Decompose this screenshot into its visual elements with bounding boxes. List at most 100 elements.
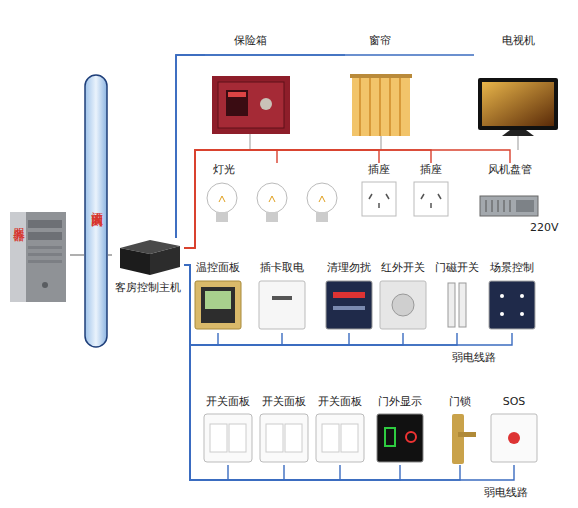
wire-connector xyxy=(176,55,205,238)
node-label: 门锁 xyxy=(449,395,471,409)
wire-connector xyxy=(176,55,474,238)
wire-connector xyxy=(184,265,349,345)
panel-box: 红外开关 xyxy=(376,261,430,333)
device-box: 窗帘 xyxy=(345,34,415,136)
node-label: 风机盘管 xyxy=(488,163,532,177)
curtain-illustration xyxy=(352,76,410,136)
scene-panel xyxy=(489,281,535,329)
panel-box: 温控面板 xyxy=(191,261,245,333)
fan-coil-illustration xyxy=(480,196,538,216)
curtain-illustration xyxy=(389,78,391,136)
server-illustration xyxy=(10,212,66,302)
wire-connector xyxy=(176,55,345,238)
door-contact xyxy=(448,283,466,327)
voltage-label: 220V xyxy=(530,221,559,235)
panel-box: 插卡取电 xyxy=(255,261,309,333)
ethernet-band xyxy=(85,75,107,347)
card-switch-panel xyxy=(259,281,305,329)
sos-button xyxy=(491,414,537,462)
server-box: 服务器 xyxy=(6,206,70,302)
socket-illustration xyxy=(421,194,441,208)
door-display xyxy=(385,428,395,446)
wire-connector xyxy=(184,150,379,248)
sos-button xyxy=(491,414,537,462)
node-label: 开关面板 xyxy=(206,395,250,409)
server-illustration xyxy=(10,212,26,302)
scene-panel xyxy=(500,312,504,316)
scene-panel xyxy=(520,294,524,298)
wire-connector xyxy=(184,265,460,480)
node-label: 插座 xyxy=(368,163,390,177)
switch-panel xyxy=(341,424,358,452)
network-band: 酒店以太网 xyxy=(84,74,108,348)
scene-panel xyxy=(489,281,535,329)
node-label: 门磁开关 xyxy=(435,261,479,275)
door-display xyxy=(377,414,423,462)
bus-label: 弱电线路 xyxy=(484,486,528,500)
node-label: 温控面板 xyxy=(196,261,240,275)
node-label: 门外显示 xyxy=(378,395,422,409)
card-switch-panel xyxy=(259,281,305,329)
safe-illustration xyxy=(260,98,272,110)
bulb-illustration xyxy=(207,183,237,213)
thermostat-panel xyxy=(205,291,231,309)
door-contact xyxy=(459,283,466,327)
panel-box: 场景控制 xyxy=(485,261,539,333)
wire-connector xyxy=(184,150,277,248)
wire-connector xyxy=(184,265,512,345)
thermostat-panel xyxy=(201,287,235,323)
panel-box: 开关面板 xyxy=(257,395,311,465)
ethernet-band xyxy=(85,75,107,347)
panel-box: 门锁 xyxy=(433,395,487,465)
node-label: 插卡取电 xyxy=(260,261,304,275)
node-label: 红外开关 xyxy=(381,261,425,275)
sos-button xyxy=(508,432,520,444)
curtain-illustration xyxy=(359,78,361,136)
socket-illustration xyxy=(369,194,389,208)
infrared-switch xyxy=(392,294,414,316)
thermostat-panel xyxy=(195,281,241,329)
bulb-illustration xyxy=(266,212,278,222)
switch-panel xyxy=(285,424,302,452)
wire-connector xyxy=(184,150,431,248)
tv-illustration xyxy=(478,78,558,136)
switch-panel xyxy=(204,414,364,462)
fan-coil-illustration xyxy=(480,196,538,216)
node-label: 清理勿扰 xyxy=(327,261,371,275)
server-illustration xyxy=(28,232,62,240)
device-box: 保险箱 xyxy=(205,34,295,136)
curtain-illustration xyxy=(369,78,371,136)
wire-connector xyxy=(184,265,400,480)
curtain-illustration xyxy=(350,74,412,136)
safe-illustration xyxy=(212,76,290,134)
wire-connector xyxy=(70,254,84,255)
infrared-switch xyxy=(380,281,426,329)
bulb-illustration xyxy=(257,183,287,213)
node-label: 电视机 xyxy=(502,34,535,48)
safe-illustration xyxy=(226,90,248,116)
panel-box: 清理勿扰 xyxy=(322,261,376,333)
card-switch-panel xyxy=(272,296,292,300)
fan-coil-illustration xyxy=(516,200,534,212)
wire-connector xyxy=(184,265,514,480)
safe-illustration xyxy=(228,92,246,97)
server-illustration xyxy=(28,246,62,249)
socket-illustration xyxy=(362,182,396,216)
bulb-illustration xyxy=(207,183,337,222)
safe-illustration xyxy=(212,76,290,134)
switch-panel xyxy=(210,424,227,452)
node-label: 客房控制主机 xyxy=(115,281,181,294)
wire-connector xyxy=(184,265,403,345)
infrared-switch xyxy=(380,281,426,329)
switch-panel xyxy=(229,424,246,452)
bulb-illustration xyxy=(307,183,337,213)
safe-illustration xyxy=(218,82,284,128)
wire-connector xyxy=(184,265,218,345)
device-box: 灯光 xyxy=(203,163,351,233)
socket-illustration xyxy=(414,182,448,216)
switch-panel xyxy=(260,414,308,462)
device-box: 风机盘管 xyxy=(472,163,548,223)
bulb-illustration xyxy=(316,212,328,222)
host-illustration xyxy=(120,248,150,275)
